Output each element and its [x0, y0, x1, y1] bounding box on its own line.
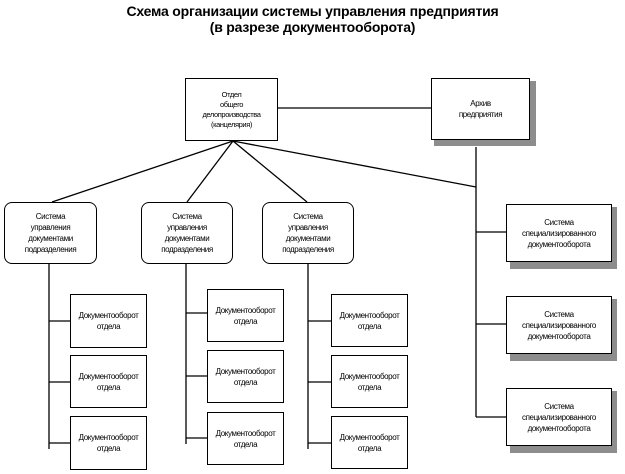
- subsystem-box-2: Система управления документами подраздел…: [141, 202, 233, 264]
- department-sublabel: отдела: [357, 321, 382, 331]
- subsystem-box-3: Система управления документами подраздел…: [262, 202, 354, 264]
- archive-label-2: предприятия: [458, 110, 503, 119]
- department-sublabel: отдела: [96, 444, 121, 453]
- department-label: Документооборот: [215, 428, 276, 438]
- diagram-title: Схема организации системы управления пре…: [126, 3, 499, 19]
- department-sublabel: отдела: [233, 316, 258, 326]
- department-sublabel: отдела: [357, 382, 382, 392]
- connector-office-specialized-trunk: [232, 140, 477, 188]
- subsystem-3-label-2: управления: [288, 223, 328, 232]
- specialized-shadow: [510, 262, 617, 269]
- specialized-3-label-2: специализированного: [522, 412, 596, 422]
- specialized-1-label-3: документооборота: [527, 239, 591, 249]
- connector-office-subsystem-1: [51, 140, 234, 203]
- archive-label-1: Архив: [470, 99, 491, 108]
- archive-box: Архив предприятия: [431, 78, 530, 140]
- department-sublabel: отдела: [96, 322, 121, 331]
- subsystem-3-label-3: документами: [285, 234, 331, 243]
- specialized-2-label-1: Система: [544, 309, 574, 319]
- specialized-box-1: Система специализированного документообо…: [506, 204, 612, 262]
- specialized-shadow: [611, 391, 617, 453]
- archive-shadow: [434, 140, 536, 146]
- subsystem-2-label-4: подразделения: [161, 245, 213, 254]
- office-box: Отдел общего делопроизводства (канцеляри…: [185, 78, 278, 141]
- connector-office-subsystem-3: [232, 140, 308, 203]
- specialized-3-label-1: Система: [544, 401, 574, 411]
- office-label-1: Отдел: [221, 89, 242, 99]
- subsystem-3-label-1: Система: [293, 212, 323, 221]
- specialized-1-label-1: Система: [544, 217, 574, 227]
- specialized-shadow: [510, 446, 617, 453]
- subsystem-2-label-1: Система: [172, 212, 202, 221]
- department-label: Документооборот: [339, 432, 400, 442]
- department-box: Документооборот отдела: [70, 294, 147, 348]
- office-label-3: делопроизводства: [202, 109, 261, 119]
- subsystem-3-label-4: подразделения: [282, 245, 334, 254]
- subsystem-2-label-3: документами: [164, 234, 210, 243]
- subsystem-box-1: Система управления документами подраздел…: [4, 202, 97, 264]
- diagram-subtitle: (в разрезе документооборота): [209, 19, 416, 35]
- subsystem-1-label-4: подразделения: [24, 245, 77, 254]
- subsystem-1-label-2: управления: [30, 223, 71, 232]
- specialized-box-3: Система специализированного документообо…: [506, 388, 612, 446]
- department-label: Документооборот: [78, 433, 139, 442]
- subsystem-2-label-2: управления: [167, 223, 207, 232]
- department-sublabel: отдела: [357, 443, 382, 453]
- specialized-1-label-2: специализированного: [522, 228, 596, 238]
- specialized-shadow: [611, 299, 617, 361]
- department-label: Документооборот: [78, 371, 139, 381]
- department-sublabel: отдела: [96, 382, 121, 392]
- department-label: Документооборот: [215, 366, 276, 376]
- specialized-2-label-3: документооборота: [527, 331, 591, 341]
- department-label: Документооборот: [78, 311, 139, 320]
- archive-shadow-side: [530, 81, 536, 146]
- specialized-shadow: [611, 207, 617, 269]
- office-label-2: общего: [219, 99, 244, 109]
- specialized-box-2: Система специализированного документообо…: [506, 296, 612, 354]
- department-label: Документооборот: [339, 371, 400, 381]
- department-label: Документооборот: [339, 310, 400, 320]
- subsystem-1-label-3: документами: [28, 234, 73, 243]
- subsystem-1-label-1: Система: [35, 212, 66, 221]
- specialized-2-label-2: специализированного: [522, 320, 596, 330]
- office-label-4: (канцелярия): [211, 119, 252, 129]
- department-sublabel: отдела: [233, 377, 258, 387]
- specialized-shadow: [510, 354, 617, 361]
- specialized-3-label-3: документооборота: [527, 423, 591, 433]
- connector-office-subsystem-2: [186, 140, 234, 203]
- department-label: Документооборот: [215, 305, 276, 315]
- department-box: Документооборот отдела: [70, 416, 147, 470]
- department-sublabel: отдела: [233, 439, 258, 449]
